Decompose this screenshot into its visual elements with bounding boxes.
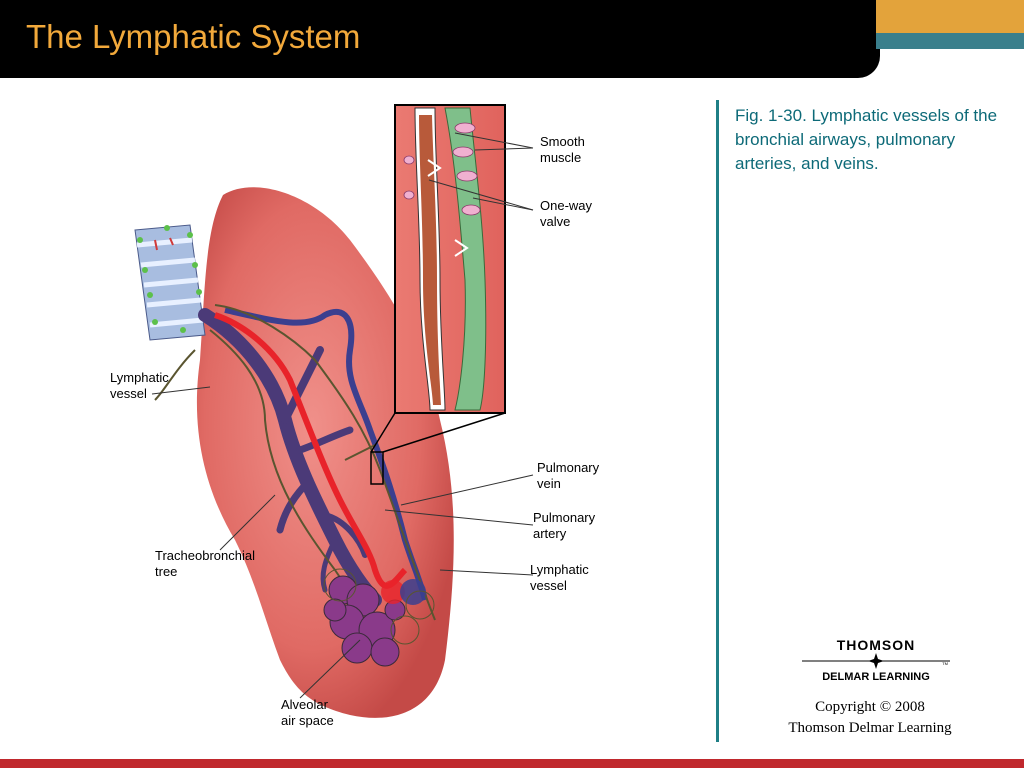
logo-sub: DELMAR LEARNING bbox=[822, 671, 930, 683]
slide-title: The Lymphatic System bbox=[26, 18, 361, 55]
accent-orange-block bbox=[876, 0, 1024, 33]
copyright-line2: Thomson Delmar Learning bbox=[788, 720, 952, 736]
thomson-logo: THOMSON DELMAR LEARNING TM bbox=[802, 637, 950, 683]
label-smooth-muscle-2: muscle bbox=[540, 150, 581, 165]
label-leader-lines bbox=[151, 132, 534, 699]
bottom-accent-bar bbox=[0, 759, 1024, 768]
label-pulmonary-artery-1: Pulmonary bbox=[533, 510, 596, 525]
figure-caption: Fig. 1-30. Lymphatic vessels of the bron… bbox=[735, 106, 998, 173]
copyright-block: Copyright © 2008 Thomson Delmar Learning bbox=[760, 697, 980, 739]
label-alveolar-air-space-2: air space bbox=[281, 713, 334, 728]
logo-tm: TM bbox=[942, 661, 948, 666]
star-icon bbox=[868, 653, 884, 669]
label-tracheobronchial-tree-2: tree bbox=[155, 564, 177, 579]
title-bar: The Lymphatic System bbox=[0, 0, 880, 78]
logo-brand: THOMSON bbox=[837, 637, 916, 653]
label-pulmonary-artery-2: artery bbox=[533, 526, 567, 541]
vessel-inset bbox=[394, 104, 506, 414]
label-lymphatic-vessel-right-1: Lymphatic bbox=[530, 562, 589, 577]
label-tracheobronchial-tree-1: Tracheobronchial bbox=[155, 548, 255, 563]
accent-teal-stripe bbox=[876, 33, 1024, 49]
copyright-line1: Copyright © 2008 bbox=[815, 699, 925, 715]
label-one-way-valve-2: valve bbox=[540, 214, 570, 229]
label-pulmonary-vein-1: Pulmonary bbox=[537, 460, 600, 475]
figure-labels: Smooth muscle One-way valve Lymphatic ve… bbox=[110, 134, 600, 728]
alveolar-clusters bbox=[323, 568, 435, 667]
vertical-divider bbox=[716, 100, 719, 742]
trachea-icon bbox=[134, 224, 206, 341]
label-alveolar-air-space-1: Alveolar bbox=[281, 697, 329, 712]
pulmonary-artery-line bbox=[214, 312, 408, 589]
tracheobronchial-tree bbox=[198, 308, 382, 607]
label-one-way-valve-1: One-way bbox=[540, 198, 593, 213]
label-lymphatic-vessel-left-1: Lymphatic bbox=[110, 370, 169, 385]
label-pulmonary-vein-2: vein bbox=[537, 476, 561, 491]
label-lymphatic-vessel-right-2: vessel bbox=[530, 578, 567, 593]
zoom-box bbox=[370, 451, 384, 485]
label-smooth-muscle-1: Smooth bbox=[540, 134, 585, 149]
lymphatic-figure: Smooth muscle One-way valve Lymphatic ve… bbox=[110, 104, 600, 728]
label-lymphatic-vessel-left-2: vessel bbox=[110, 386, 147, 401]
